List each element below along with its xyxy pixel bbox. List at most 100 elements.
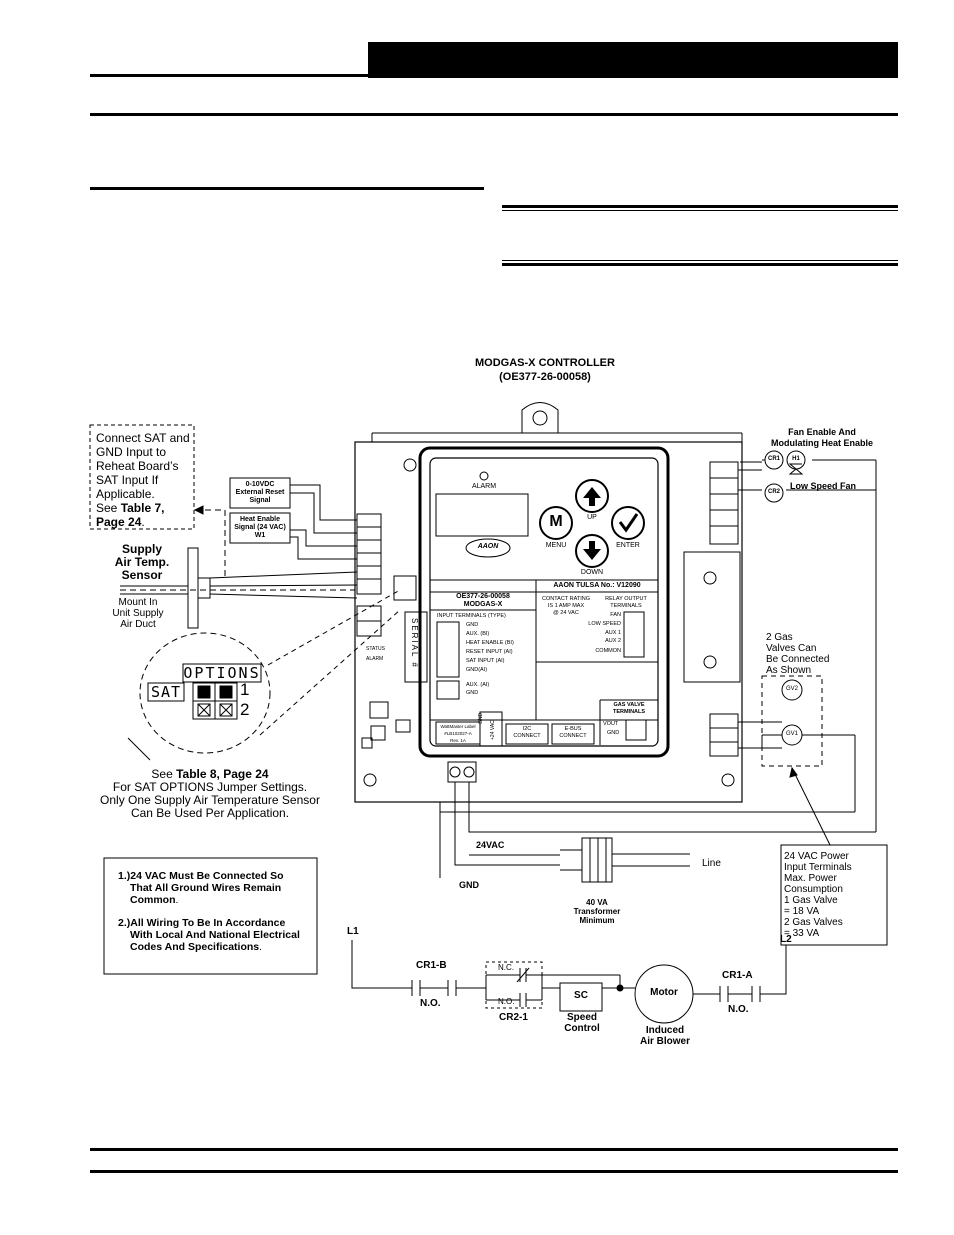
xfmr-line: Line bbox=[702, 858, 721, 869]
heatsink bbox=[683, 551, 741, 683]
fp-i2c-1: I2C bbox=[522, 726, 532, 732]
fp-relay-title-2: TERMINALS bbox=[610, 603, 642, 609]
options-box bbox=[182, 663, 262, 683]
ladder-blower-2: Air Blower bbox=[639, 1036, 690, 1047]
reset-signal-2: External Reset bbox=[235, 489, 285, 496]
gv-note-1: 2 Gas bbox=[766, 632, 793, 643]
fp-pwr-gnd: GND bbox=[478, 712, 484, 724]
power-note-6: 2 Gas Valves bbox=[784, 917, 843, 928]
options-row1: 1 bbox=[240, 680, 250, 699]
fp-logo: AAON bbox=[477, 543, 499, 550]
power-note-1: Input Terminals bbox=[784, 862, 852, 873]
fp-input-2: HEAT ENABLE (BI) bbox=[466, 640, 514, 646]
sensor-label-1: Supply bbox=[121, 542, 162, 556]
footer-rule-bottom bbox=[90, 1170, 898, 1173]
heat-signal-3: W1 bbox=[254, 532, 266, 539]
input-terminal-block bbox=[436, 621, 460, 678]
fp-menu: MENU bbox=[545, 542, 567, 549]
aaon-logo bbox=[465, 538, 511, 558]
fp-gas-title-1: GAS VALVE bbox=[613, 702, 645, 708]
fp-relay-0: FAN bbox=[610, 612, 621, 618]
power-note-7: = 33 VA bbox=[784, 928, 820, 939]
ladder-speed-2: Control bbox=[564, 1023, 600, 1034]
mounting-hole bbox=[532, 410, 548, 426]
fp-contact-1: CONTACT RATING bbox=[542, 596, 590, 602]
xfmr-gnd: GND bbox=[459, 880, 479, 890]
enter-button[interactable] bbox=[611, 506, 645, 540]
fp-relay-2: AUX 1 bbox=[605, 630, 621, 636]
main-board bbox=[354, 441, 743, 803]
fp-input2-1: GND bbox=[466, 690, 479, 696]
gv2 bbox=[781, 679, 803, 701]
sat-note-box bbox=[89, 424, 195, 530]
ladder-l2-label: L2 bbox=[780, 934, 792, 945]
gv2-label: GV2 bbox=[785, 686, 798, 692]
fp-pwr-24: +24 VAC bbox=[490, 720, 496, 740]
gas-valve-block bbox=[709, 713, 739, 757]
menu-button[interactable] bbox=[539, 506, 573, 540]
footer-rule-top bbox=[90, 1148, 898, 1151]
mount-label-3: Air Duct bbox=[120, 619, 156, 630]
ladder-cr1a: CR1-A bbox=[722, 970, 753, 981]
note-1-c: Common. bbox=[130, 894, 179, 906]
xfmr-label-1: 40 VA bbox=[586, 898, 608, 907]
power-note-5: = 18 VA bbox=[784, 906, 820, 917]
fp-wm-3: Rev. 1A bbox=[450, 738, 466, 743]
dip-switch bbox=[393, 575, 417, 601]
sat-note-4: SAT Input If bbox=[96, 473, 159, 487]
ladder-sc: SC bbox=[574, 990, 588, 1001]
sat-note-6: See Table 7, bbox=[96, 501, 165, 515]
fp-tulsa: AAON TULSA No.: V12090 bbox=[553, 582, 641, 589]
note-1-a: 1.)24 VAC Must Be Connected So bbox=[118, 870, 284, 882]
fp-input-4: SAT INPUT (AI) bbox=[466, 658, 505, 664]
pwr-connector bbox=[479, 711, 503, 747]
sensor-label-3: Sensor bbox=[121, 568, 163, 582]
xfmr-24vac: 24VAC bbox=[476, 840, 505, 850]
ebus-connector bbox=[551, 723, 595, 745]
sat-box bbox=[147, 682, 185, 702]
mounting-tab bbox=[521, 402, 559, 433]
mount-label-1: Mount In bbox=[118, 597, 158, 608]
fp-ebus-2: CONNECT bbox=[559, 733, 587, 739]
up-button[interactable] bbox=[575, 479, 609, 513]
fp-down: DOWN bbox=[580, 569, 604, 576]
fp-input2-0: AUX. (AI) bbox=[466, 682, 490, 688]
fan-cr1: CR1 bbox=[767, 456, 780, 462]
options-title: OPTIONS bbox=[183, 664, 261, 682]
sat-ref-2: For SAT OPTIONS Jumper Settings. bbox=[112, 780, 308, 794]
aux-terminal-block bbox=[436, 680, 460, 700]
power-note-0: 24 VAC Power bbox=[784, 851, 849, 862]
power-note-3: Consumption bbox=[784, 884, 843, 895]
board-serial: SERIAL # bbox=[410, 618, 419, 669]
fp-input-5: GND(AI) bbox=[466, 667, 488, 673]
fp-input-3: RESET INPUT (AI) bbox=[466, 649, 513, 655]
fp-m: M bbox=[549, 513, 563, 530]
ladder-no3: N.O. bbox=[728, 1004, 749, 1015]
top-rule bbox=[90, 113, 898, 116]
gas-valve-dashed bbox=[761, 675, 823, 767]
power-terminal bbox=[447, 761, 477, 783]
speed-control[interactable] bbox=[559, 982, 603, 1012]
gas-terminal-block bbox=[625, 719, 647, 741]
ladder-l1-label: L1 bbox=[347, 926, 359, 937]
enclosure bbox=[418, 446, 670, 758]
relay-terminal-block bbox=[623, 611, 645, 658]
fan-cr2: CR2 bbox=[767, 489, 780, 495]
ladder-no1: N.O. bbox=[420, 998, 441, 1009]
fp-input-1: AUX. (BI) bbox=[466, 631, 490, 637]
sat-note-3: Reheat Board’s bbox=[96, 459, 179, 473]
faceplate bbox=[429, 457, 659, 747]
note-rule-top-a bbox=[502, 205, 898, 208]
gv-note-3: Be Connected bbox=[766, 654, 830, 665]
cr2-coil bbox=[764, 483, 784, 503]
ladder-nc: N.C. bbox=[498, 963, 514, 972]
board-status: STATUS bbox=[366, 646, 385, 652]
ladder-no2: N.O. bbox=[498, 997, 515, 1006]
fp-relay-3: AUX 2 bbox=[605, 638, 621, 644]
note-2-c: Codes And Specifications. bbox=[130, 941, 263, 953]
mount-label-2: Unit Supply bbox=[112, 608, 164, 619]
down-button[interactable] bbox=[575, 534, 609, 568]
xfmr-label-3: Minimum bbox=[579, 916, 615, 925]
transformer bbox=[581, 837, 613, 883]
fp-wm-2: #LB102027-A bbox=[444, 731, 472, 736]
